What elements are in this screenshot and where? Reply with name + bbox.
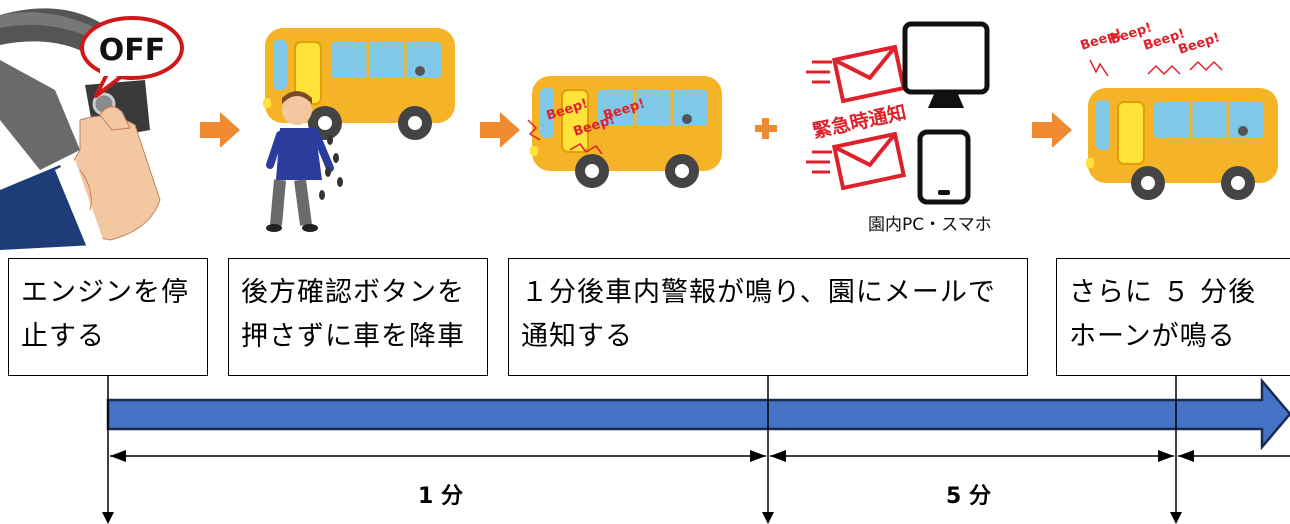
interval-label-2: 5 分 [946, 484, 991, 509]
step-box-1: エンジンを停止する [8, 258, 208, 376]
engine-off-illustration: OFF [0, 0, 184, 250]
down-arrow-icon [762, 512, 774, 524]
step-arrow [200, 112, 240, 148]
driver-exits-illustration [261, 26, 457, 232]
step-arrow [1032, 112, 1072, 148]
timeline [102, 376, 1290, 524]
step-arrow [480, 112, 520, 148]
step-box-3: １分後車内警報が鳴り、園にメールで通知する [508, 258, 1028, 376]
bus-horn-illustration: Beep! Beep! Beep! Beep! [1079, 20, 1280, 202]
timeline-arrow [106, 377, 1290, 451]
interval-label-1: 1 分 [418, 484, 463, 509]
illustration-strip: OFF [0, 0, 1280, 250]
envelope-icon [831, 44, 907, 104]
timeline-ticks [107, 376, 1177, 518]
down-arrow-icon [102, 512, 114, 524]
email-alert-illustration: 緊急時通知 [806, 21, 990, 205]
monitor-icon [902, 21, 990, 108]
off-label: OFF [99, 33, 166, 68]
step-box-4: さらに ５ 分後ホーンが鳴る [1056, 258, 1290, 376]
step-box-2: 後方確認ボタンを押さずに車を降車 [228, 258, 488, 376]
person-icon [266, 91, 334, 232]
plus-icon [755, 118, 777, 139]
down-arrow-icon [1170, 512, 1182, 524]
bus-alarm-illustration: Beep! Beep! Beep! [527, 74, 724, 190]
device-caption: 園内PC・スマホ [868, 215, 992, 235]
smartphone-icon [917, 129, 971, 205]
envelope-icon [831, 131, 907, 191]
